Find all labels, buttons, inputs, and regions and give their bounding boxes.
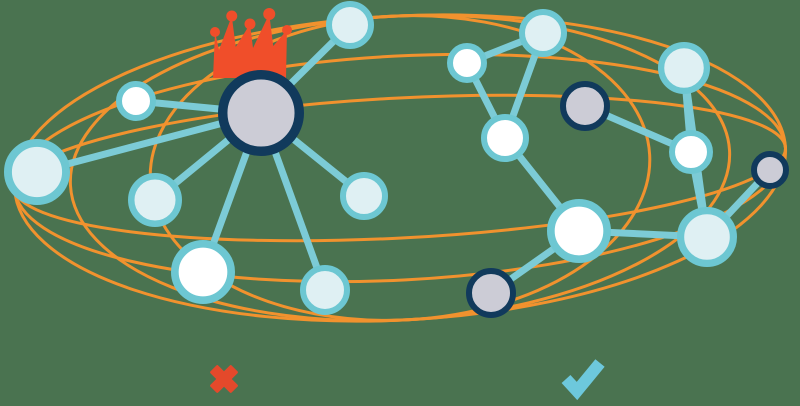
- right-node-r10: [466, 268, 516, 318]
- right-node-r9: [676, 207, 737, 268]
- left-node-l6: [300, 265, 350, 315]
- crown-body: [213, 14, 287, 78]
- crown-finial-5: [282, 25, 292, 35]
- crown-finial-1: [210, 27, 220, 37]
- cross-mark: [210, 365, 238, 393]
- right-node-r5: [481, 114, 529, 162]
- left-node-l7: [340, 172, 388, 220]
- crown-finial-2: [226, 10, 238, 22]
- right-node-r4: [560, 81, 610, 131]
- left-node-l1: [326, 1, 374, 49]
- left-node-l4: [128, 173, 183, 228]
- left-node-l5: [170, 239, 235, 304]
- right-node-r1: [519, 9, 567, 57]
- left-node-hub: [217, 69, 304, 156]
- right-node-r3: [657, 42, 710, 95]
- right-node-r2: [447, 43, 487, 83]
- right-network-nodes: [447, 9, 789, 318]
- crown-icon: [210, 8, 292, 78]
- right-node-r6: [669, 130, 713, 174]
- left-network-nodes: [3, 1, 388, 315]
- right-node-r8: [547, 198, 612, 263]
- cross-stroke-2: [210, 365, 238, 393]
- check-mark: [561, 359, 605, 401]
- left-node-l3: [3, 138, 71, 205]
- crown-finial-3: [244, 18, 256, 30]
- left-node-l2: [116, 81, 156, 121]
- right-node-r7: [751, 151, 789, 189]
- crown-finial-4: [263, 8, 276, 20]
- check-stroke: [561, 359, 605, 401]
- orange-ring-4: [68, 13, 732, 323]
